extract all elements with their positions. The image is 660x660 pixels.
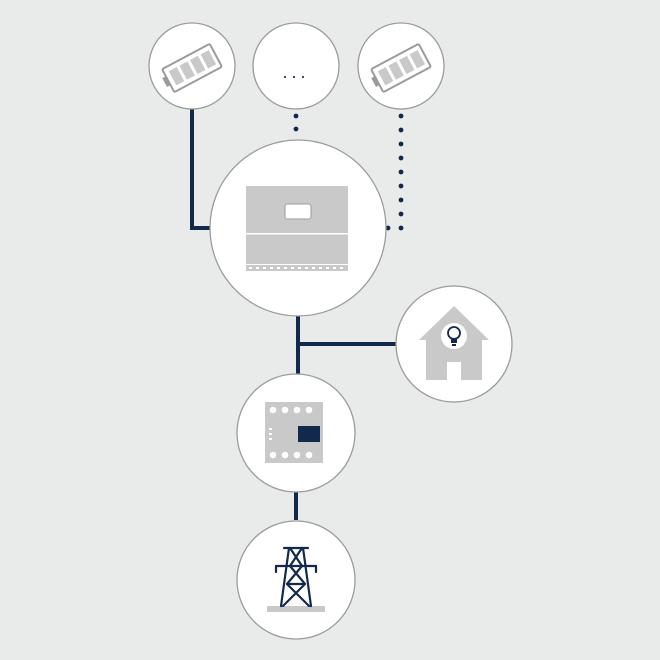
battery-module-1 xyxy=(148,22,236,110)
energy-meter xyxy=(236,373,356,493)
inverter xyxy=(209,139,387,317)
house-lightbulb-icon xyxy=(419,306,489,380)
connector-battery1-inverter xyxy=(190,108,210,230)
energy-meter-icon xyxy=(265,402,323,463)
ellipsis-icon: ... xyxy=(282,62,309,82)
house-load xyxy=(395,285,513,403)
battery-module-placeholder: ... xyxy=(252,22,340,110)
battery-module-icon xyxy=(161,43,223,93)
connectors xyxy=(190,108,396,520)
lightbulb-icon xyxy=(447,326,461,346)
inverter-terminals xyxy=(246,265,348,271)
grid xyxy=(236,520,356,640)
battery-module-icon xyxy=(370,43,432,93)
battery-module-2 xyxy=(357,22,445,110)
dotted-connector-placeholder xyxy=(293,113,299,132)
dotted-connector-battery2 xyxy=(385,113,404,231)
power-pylon-icon xyxy=(267,546,325,612)
inverter-icon xyxy=(246,186,348,271)
meter-display xyxy=(298,426,320,442)
optional-connectors xyxy=(293,113,404,231)
